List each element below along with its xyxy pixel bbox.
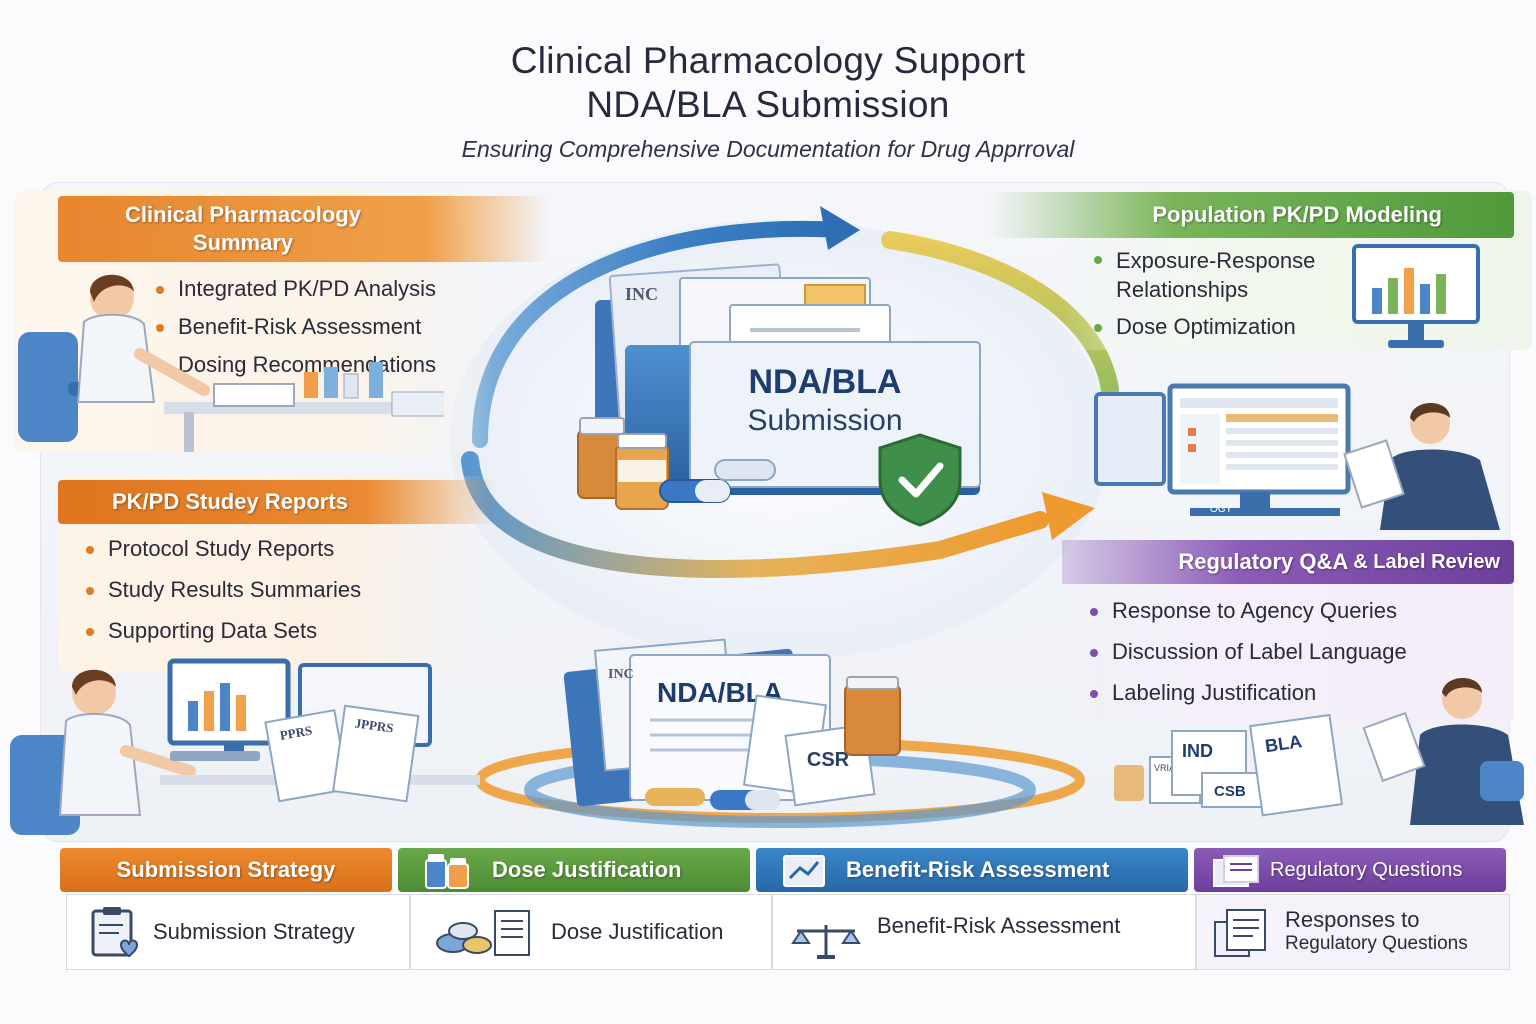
regulatory-title: Regulatory Q&A — [1178, 549, 1349, 574]
list-item: Benefit-Risk Assessment — [156, 314, 436, 340]
clin-pharm-title: Clinical Pharmacology Summary — [125, 202, 361, 255]
benefit-risk-header: Benefit-Risk Assessment — [756, 848, 1188, 892]
scales-icon — [791, 925, 861, 959]
nda-bla-folder-top: INC NDA/BLA Submission — [577, 263, 981, 527]
list-item: Labeling Justification — [1090, 680, 1407, 706]
small-doc-label: VRIAIT — [1154, 763, 1184, 773]
clin-pharm-banner: Clinical Pharmacology Summary — [58, 196, 548, 262]
pop-pk-title: Population PK/PD Modeling — [1152, 202, 1442, 227]
dose-justification-label: Dose Justification — [551, 919, 724, 944]
regulatory-banner: Regulatory Q&A & Label Review — [1062, 540, 1514, 584]
list-item: Discussion of Label Language — [1090, 639, 1407, 665]
page-title: Clinical Pharmacology Support — [510, 40, 1026, 81]
regulatory-questions-label-1: Responses to — [1285, 907, 1420, 932]
folder-top-title: NDA/BLA — [749, 363, 902, 401]
page-title-line-2: NDA/BLA Submission — [586, 84, 950, 125]
dose-justification-header: Dose Justification — [398, 848, 750, 892]
reviewer-documents-illustration: VRIAIT IND CSB BLA — [1114, 678, 1524, 825]
csb-doc-label: CSB — [1214, 783, 1246, 800]
page-subtitle: Ensuring Comprehensive Documentation for… — [461, 136, 1075, 162]
chart-document-icon — [783, 855, 825, 887]
center-illustration: INC NDA/BLA Submission INC NDA/BLA CSR — [450, 206, 1119, 828]
cycle-arrowhead-bottom — [1042, 492, 1095, 540]
documents-icon — [1214, 909, 1266, 957]
bar-chart-monitor-icon — [1352, 244, 1480, 348]
analyst-workstation-illustration: OGY — [1094, 383, 1500, 530]
list-item: Supporting Data Sets — [86, 618, 361, 644]
clipboard-heart-icon — [91, 907, 139, 958]
nda-bla-folder-bottom: INC NDA/BLA CSR — [475, 638, 1085, 828]
report-doc-label: PPRS — [279, 723, 314, 743]
pop-pk-banner: Population PK/PD Modeling — [990, 192, 1514, 238]
list-item: Protocol Study Reports — [86, 536, 361, 562]
folder-top-subtitle: Submission — [747, 404, 902, 437]
dose-justification-card: Dose Justification — [410, 894, 772, 970]
submission-strategy-header: Submission Strategy — [60, 848, 392, 892]
csr-label: CSR — [807, 749, 850, 771]
list-item: Response to Agency Queries — [1090, 598, 1407, 624]
benefit-risk-label: Benefit-Risk Assessment — [877, 913, 1121, 938]
regulatory-title-tail: & Label Review — [1353, 551, 1500, 573]
regulatory-questions-card: Responses to Regulatory Questions — [1196, 894, 1510, 970]
folder-bottom-tab-text: INC — [608, 667, 634, 682]
list-item: Study Results Summaries — [86, 577, 361, 603]
ind-doc-label: IND — [1182, 741, 1213, 761]
regulatory-list: Response to Agency Queries Discussion of… — [1090, 598, 1407, 706]
researcher-desk-illustration: PPRS JPPRS — [10, 658, 480, 835]
list-item: Integrated PK/PD Analysis — [156, 276, 436, 302]
clin-pharm-list: Integrated PK/PD Analysis Benefit-Risk A… — [156, 276, 436, 378]
list-item: Exposure-Response Relationships — [1094, 246, 1354, 304]
list-item: Dose Optimization — [1094, 314, 1354, 340]
medicine-bottles-icon — [425, 854, 469, 889]
shield-check-icon — [878, 433, 962, 527]
cycle-arrowhead-top — [820, 206, 860, 250]
regulatory-questions-label-2: Regulatory Questions — [1285, 933, 1468, 954]
pkpd-reports-list: Protocol Study Reports Study Results Sum… — [86, 536, 361, 644]
submission-strategy-label: Submission Strategy — [153, 919, 355, 944]
scientist-desk-illustration — [18, 274, 444, 452]
regulatory-questions-header: Regulatory Questions — [1194, 848, 1506, 892]
pkpd-reports-banner: PK/PD Studey Reports — [58, 480, 498, 524]
monitor-caption-text: OGY — [1210, 504, 1233, 515]
document-stack-icon — [1213, 855, 1259, 887]
pkpd-reports-title: PK/PD Studey Reports — [112, 489, 348, 514]
pop-pk-list: Exposure-Response Relationships Dose Opt… — [1094, 246, 1354, 340]
pills-document-icon — [436, 910, 530, 956]
benefit-risk-card: Benefit-Risk Assessment — [772, 894, 1196, 970]
submission-strategy-card: Submission Strategy — [66, 894, 410, 970]
folder-top-tab-text: INC — [625, 284, 658, 304]
cycle-arrow-right — [881, 231, 1119, 399]
report-doc-label-2: JPPRS — [354, 715, 395, 735]
